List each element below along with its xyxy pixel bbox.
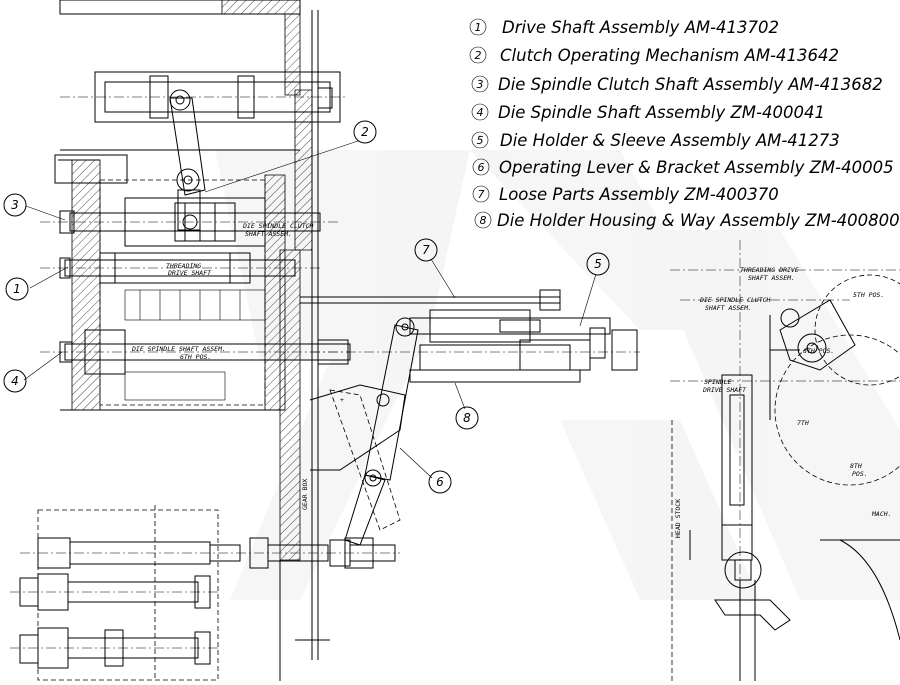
- parts-legend: 1 Drive Shaft Assembly AM-413702 2 Clutc…: [469, 18, 900, 230]
- callout-balloon-3: 3: [3, 193, 27, 217]
- svg-text:Clutch Operating Mechanism AM-: Clutch Operating Mechanism AM-413642: [500, 46, 839, 65]
- svg-text:4: 4: [477, 106, 484, 119]
- callout-balloon-2: 2: [353, 120, 377, 144]
- note-spindle-pos: 6TH POS.: [180, 353, 211, 361]
- head-stock-label: HEAD STOCK: [674, 499, 682, 538]
- note-clutch-shaft-1: DIE SPINDLE CLUTCH: [242, 222, 314, 230]
- svg-text:Die Spindle Shaft Assembly ZM-: Die Spindle Shaft Assembly ZM-400041: [498, 103, 825, 122]
- callout-balloon-6: 6: [428, 470, 452, 494]
- svg-text:8: 8: [463, 411, 471, 425]
- callout-balloon-7: 7: [414, 238, 438, 262]
- pos-7th-label: 7TH: [797, 419, 809, 427]
- note-drive-shaft-2: DRIVE SHAFT: [167, 269, 212, 277]
- svg-text:6: 6: [436, 475, 444, 489]
- pos-8th-label-1: 8TH: [850, 462, 862, 470]
- note-drive-shaft-1: THREADING: [166, 262, 201, 270]
- svg-text:2: 2: [361, 125, 369, 139]
- callout-balloon-4: 4: [3, 369, 27, 393]
- legend-item-6: 6 Operating Lever & Bracket Assembly ZM-…: [472, 158, 894, 177]
- legend-item-2: 2 Clutch Operating Mechanism AM-413642: [469, 46, 839, 65]
- center-linkage: +: [300, 289, 640, 569]
- svg-text:7: 7: [422, 243, 430, 257]
- right-end-view: HEAD STOCK THREADING DRIVE SHAFT ASSEM. …: [670, 240, 900, 681]
- callout-leaders: [23, 140, 597, 479]
- legend-item-7: 7 Loose Parts Assembly ZM-400370: [472, 185, 779, 204]
- legend-item-4: 4 Die Spindle Shaft Assembly ZM-400041: [471, 103, 825, 122]
- legend-item-3: 3 Die Spindle Clutch Shaft Assembly AM-4…: [471, 75, 883, 94]
- gearbox-section: GEAR BOX DIE SPINDLE CLUTCH SHAFT ASSEM.…: [40, 0, 351, 660]
- svg-text:1: 1: [13, 282, 21, 296]
- note-spindle-shaft: DIE SPINDLE SHAFT ASSEM.: [131, 345, 226, 353]
- r-note-threading-2: SHAFT ASSEM.: [748, 274, 795, 282]
- r-note-spindle-1: SPINDLE: [704, 378, 731, 386]
- pos-6th-label: 6TH POS.: [803, 347, 834, 355]
- svg-text:6: 6: [478, 161, 485, 174]
- svg-text:Die Holder Housing & Way Assem: Die Holder Housing & Way Assembly ZM-400…: [497, 211, 900, 230]
- svg-text:Operating Lever & Bracket Asse: Operating Lever & Bracket Assembly ZM-40…: [499, 158, 894, 177]
- svg-text:5: 5: [594, 257, 602, 271]
- svg-text:7: 7: [478, 188, 485, 201]
- r-note-clutch-1: DIE SPINDLE CLUTCH: [699, 296, 771, 304]
- pos-8th-label-2: POS.: [852, 470, 868, 478]
- r-note-clutch-2: SHAFT ASSEM.: [705, 304, 752, 312]
- svg-text:4: 4: [11, 374, 19, 388]
- pos-5th-label: 5TH POS.: [853, 291, 884, 299]
- svg-text:3: 3: [11, 198, 19, 212]
- svg-text:Die Spindle Clutch Shaft Assem: Die Spindle Clutch Shaft Assembly AM-413…: [498, 75, 883, 94]
- svg-text:Die Holder & Sleeve Assembly A: Die Holder & Sleeve Assembly AM-41273: [500, 131, 840, 150]
- svg-text:+: +: [340, 396, 344, 404]
- legend-item-1: 1 Drive Shaft Assembly AM-413702: [469, 18, 779, 37]
- svg-text:2: 2: [475, 49, 482, 62]
- legend-item-8: 8 Die Holder Housing & Way Assembly ZM-4…: [474, 211, 900, 230]
- svg-text:Drive Shaft Assembly AM-413702: Drive Shaft Assembly AM-413702: [502, 18, 779, 37]
- svg-text:5: 5: [477, 134, 484, 147]
- note-clutch-shaft-2: SHAFT ASSEM.: [245, 230, 292, 238]
- svg-text:GEAR BOX: GEAR BOX: [301, 479, 309, 510]
- r-note-spindle-2: DRIVE SHAFT: [702, 386, 747, 394]
- svg-text:3: 3: [477, 78, 484, 91]
- svg-text:Loose Parts Assembly ZM-400370: Loose Parts Assembly ZM-400370: [499, 185, 779, 204]
- callout-balloon-1: 1: [5, 277, 29, 301]
- svg-text:1: 1: [475, 21, 482, 34]
- callout-balloon-5: 5: [586, 252, 610, 276]
- gear-box-label: GEAR BOX: [301, 479, 309, 510]
- lower-left-assembly: [10, 505, 400, 681]
- r-note-threading-1: THREADING DRIVE: [740, 266, 799, 274]
- callout-balloon-8: 8: [455, 406, 479, 430]
- mach-label: MACH.: [871, 510, 892, 518]
- legend-item-5: 5 Die Holder & Sleeve Assembly AM-41273: [471, 131, 840, 150]
- svg-text:8: 8: [480, 214, 487, 227]
